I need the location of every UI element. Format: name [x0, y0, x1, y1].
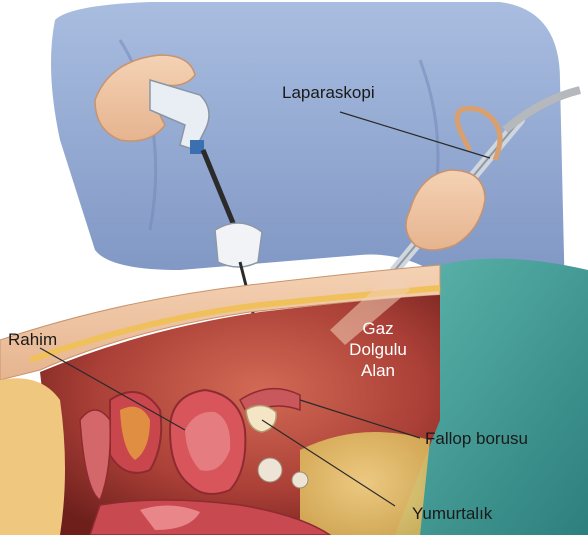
label-ovary: Yumurtalık: [412, 504, 492, 524]
label-fallopian-tube: Fallop borusu: [425, 429, 528, 449]
label-laparoscope: Laparaskopi: [282, 83, 375, 103]
label-uterus: Rahim: [8, 330, 57, 350]
label-gas-line-3: Alan: [338, 360, 418, 381]
label-gas-line-1: Gaz: [338, 318, 418, 339]
label-gas-filled-area: Gaz Dolgulu Alan: [338, 318, 418, 381]
label-gas-line-2: Dolgulu: [338, 339, 418, 360]
trocar: [215, 223, 262, 267]
